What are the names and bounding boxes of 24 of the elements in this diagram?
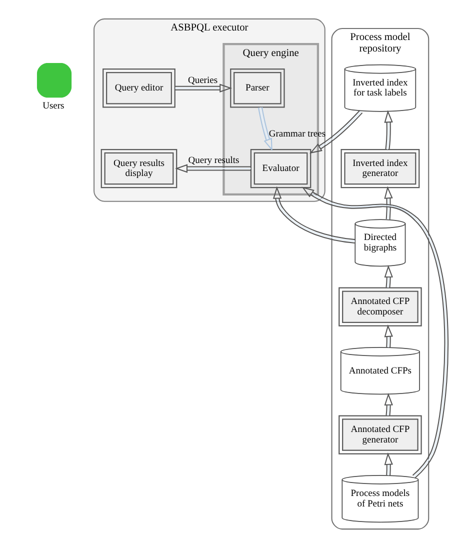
arrow (384, 265, 393, 288)
node-box: Annotated CFP generator (338, 415, 422, 454)
node-box: Query editor (102, 68, 176, 108)
arrow (302, 186, 449, 478)
arrow (272, 186, 356, 244)
edge-label: Queries (188, 76, 218, 86)
node-box: Evaluator (250, 148, 312, 188)
arrow (384, 452, 393, 476)
edge-label: Grammar trees (268, 129, 326, 140)
node-box: Query results display (100, 148, 178, 188)
node-box: Annotated CFP decomposer (338, 287, 422, 326)
arrow (384, 324, 393, 348)
node-box (36, 63, 72, 98)
arrow (384, 186, 393, 220)
arrow (258, 106, 272, 151)
arrow (175, 84, 232, 92)
node-label: Users (42, 102, 64, 112)
node-box: Parser (230, 68, 285, 108)
node-box: Inverted index generator (340, 148, 420, 188)
arrow (310, 110, 363, 154)
arrow (384, 110, 393, 150)
arrow (384, 392, 393, 416)
edge-label: Query results (188, 156, 240, 166)
arrow (175, 164, 251, 173)
